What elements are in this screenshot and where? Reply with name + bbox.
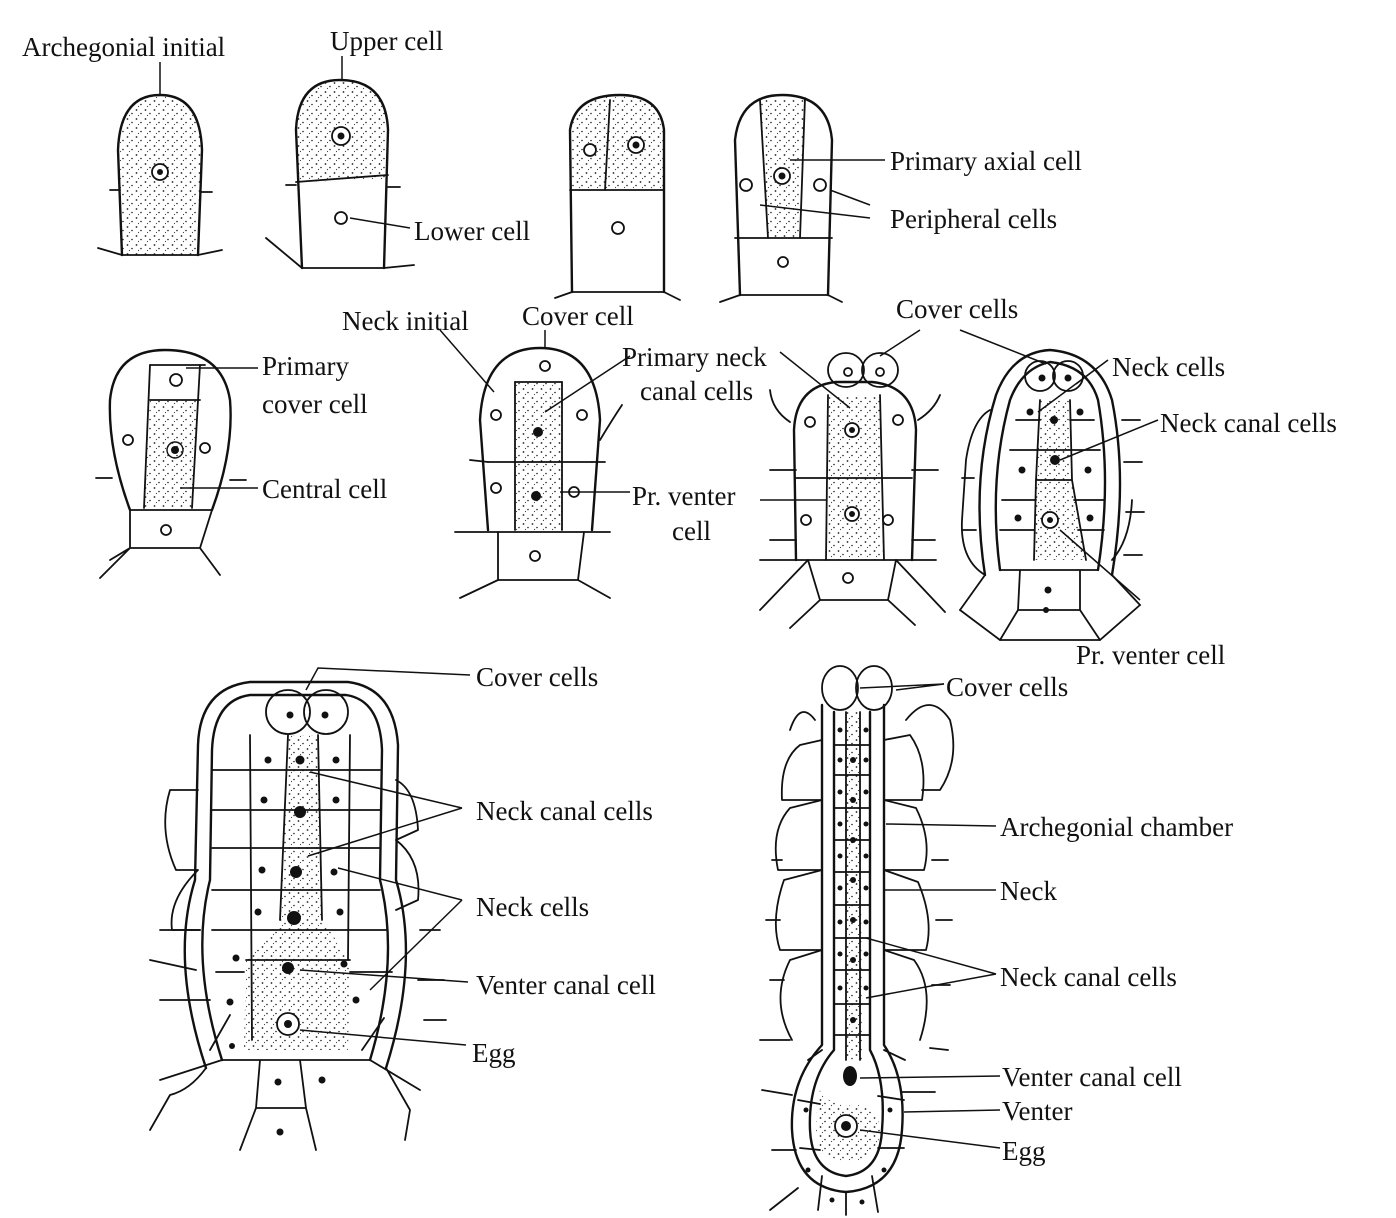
- label-pr-venter-cell-b: Pr. venter cell: [1076, 640, 1225, 670]
- stage-four: [720, 95, 885, 302]
- label-egg-c: Egg: [1002, 1136, 1046, 1166]
- label-neck-initial: Neck initial: [342, 306, 469, 336]
- label-upper-cell: Upper cell: [330, 26, 443, 56]
- label-primary-axial-cell: Primary axial cell: [890, 146, 1082, 176]
- label-pr-venter-cell-2: cell: [672, 516, 711, 546]
- label-neck-cells-a: Neck cells: [1112, 352, 1225, 382]
- label-cover-cell: Cover cell: [522, 301, 634, 331]
- stage-seven: [760, 330, 945, 628]
- stage-ten: [760, 666, 1000, 1215]
- label-egg-b: Egg: [472, 1038, 516, 1068]
- label-venter-canal-cell-c: Venter canal cell: [1002, 1062, 1182, 1092]
- label-neck: Neck: [1000, 876, 1057, 906]
- label-primary-cover-cell-2: cover cell: [262, 389, 368, 419]
- label-primary-cover-cell-1: Primary: [262, 351, 349, 381]
- stage-five: [96, 350, 258, 578]
- label-peripheral-cells: Peripheral cells: [890, 204, 1057, 234]
- stage-upper-lower-cell: [266, 56, 414, 268]
- label-venter-canal-cell-b: Venter canal cell: [476, 970, 656, 1000]
- label-primary-neck-canal-1: Primary neck: [622, 342, 767, 372]
- label-lower-cell: Lower cell: [414, 216, 530, 246]
- stage-six: [440, 330, 630, 598]
- label-archegonial-initial: Archegonial initial: [22, 32, 225, 62]
- label-venter: Venter: [1002, 1096, 1072, 1126]
- label-neck-canal-cells-b: Neck canal cells: [476, 796, 653, 826]
- stage-nine: [150, 668, 470, 1150]
- stage-three: [555, 95, 680, 300]
- label-neck-cells-b: Neck cells: [476, 892, 589, 922]
- label-cover-cells-b: Cover cells: [476, 662, 598, 692]
- label-pr-venter-cell-1: Pr. venter: [632, 481, 735, 511]
- label-central-cell: Central cell: [262, 474, 387, 504]
- label-cover-cells-c: Cover cells: [946, 672, 1068, 702]
- label-neck-canal-cells-c: Neck canal cells: [1000, 962, 1177, 992]
- label-cover-cells-a: Cover cells: [896, 294, 1018, 324]
- stage-archegonial-initial: [98, 62, 222, 255]
- label-primary-neck-canal-2: canal cells: [640, 376, 753, 406]
- label-archegonial-chamber: Archegonial chamber: [1000, 812, 1233, 842]
- label-neck-canal-cells-a: Neck canal cells: [1160, 408, 1337, 438]
- diagram-labels: Archegonial initial Upper cell Lower cel…: [22, 26, 1337, 1166]
